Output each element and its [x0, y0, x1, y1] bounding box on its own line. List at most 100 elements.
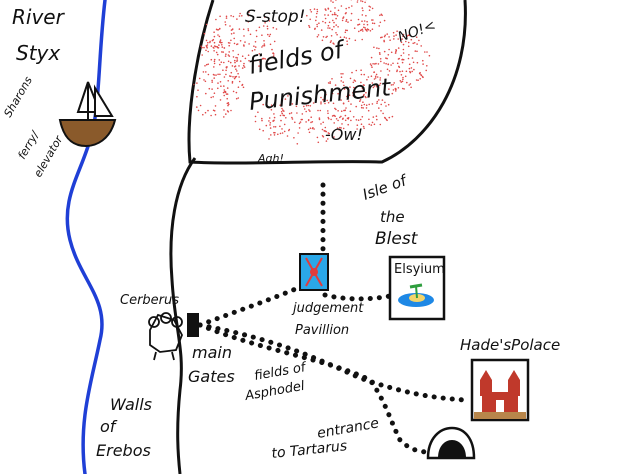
punishment-speck [401, 80, 404, 83]
punishment-speck [357, 23, 360, 26]
punishment-speck [213, 66, 215, 68]
punishment-speck [408, 63, 411, 66]
punishment-speck [347, 100, 350, 102]
tartarus-label-2: to Tartarus [271, 438, 348, 462]
punishment-speck [248, 11, 250, 13]
punishment-speck [254, 120, 257, 123]
punishment-speck [227, 102, 230, 104]
punishment-speck [198, 77, 201, 80]
punishment-speck [273, 40, 276, 43]
punishment-speck [400, 41, 403, 44]
punishment-speck [322, 36, 325, 38]
punishment-speck [335, 17, 337, 20]
punishment-speck [344, 114, 347, 117]
punishment-speck [362, 9, 364, 12]
punishment-speck [317, 109, 319, 112]
punishment-speck [242, 86, 245, 89]
punishment-speck [369, 30, 372, 32]
punishment-dots [189, 0, 431, 145]
punishment-speck [212, 109, 215, 112]
punishment-speck [347, 123, 350, 126]
punishment-speck [378, 52, 381, 54]
punishment-speck [283, 114, 286, 117]
punishment-speck [324, 102, 326, 105]
punishment-speck [332, 102, 335, 105]
punishment-speck [313, 8, 316, 10]
punishment-speck [283, 130, 286, 133]
asphodel-label-2: Asphodel [243, 379, 306, 404]
punishment-speck [370, 75, 373, 77]
punishment-speck [401, 87, 404, 90]
punishment-speck [270, 104, 273, 106]
punishment-speck [420, 45, 423, 47]
punishment-speck [375, 85, 378, 88]
punishment-speck [316, 12, 318, 15]
punishment-speck [335, 0, 337, 1]
punishment-speck [365, 107, 368, 109]
hades-palace-icon [470, 358, 530, 422]
punishment-speck [373, 71, 375, 74]
punishment-speck [405, 40, 407, 43]
punishment-speck [243, 35, 245, 37]
ferry-label-2: ferry/ [15, 128, 42, 162]
punishment-speck [358, 23, 361, 26]
punishment-speck [361, 87, 364, 90]
judgement-label-2: Pavillion [295, 323, 349, 338]
punishment-speck [274, 126, 277, 128]
punishment-speck [326, 99, 329, 102]
punishment-speck [299, 121, 302, 123]
punishment-speck [213, 41, 216, 44]
punishment-speck [342, 81, 345, 83]
punishment-speck [392, 31, 395, 34]
punishment-speck [309, 9, 312, 11]
punishment-speck [316, 10, 319, 13]
punishment-speck [405, 70, 408, 73]
punishment-speck [291, 118, 294, 120]
punishment-speck [307, 128, 310, 131]
punishment-speck [258, 26, 261, 29]
punishment-speck [428, 54, 431, 57]
punishment-speck [229, 42, 231, 44]
punishment-speck [322, 98, 324, 101]
punishment-speck [228, 103, 230, 106]
punishment-speck [295, 105, 298, 108]
punishment-speck [216, 53, 219, 56]
punishment-speck [309, 110, 311, 112]
punishment-speck [324, 126, 327, 129]
punishment-speck [384, 34, 387, 37]
punishment-speck [364, 27, 366, 29]
punishment-speck [219, 39, 222, 41]
punishment-speck [321, 128, 324, 131]
punishment-speck [228, 44, 230, 47]
punishment-speck [341, 19, 344, 22]
punishment-speck [223, 76, 226, 78]
punishment-speck [272, 120, 275, 122]
punishment-speck [339, 126, 341, 129]
punishment-speck [385, 105, 387, 107]
punishment-speck [217, 87, 219, 90]
punishment-speck [383, 19, 386, 22]
punishment-speck [207, 41, 209, 44]
punishment-speck [327, 117, 330, 120]
punishment-speck [324, 17, 327, 20]
punishment-speck [253, 45, 255, 47]
punishment-speck [333, 25, 335, 28]
punishment-speck [243, 62, 245, 65]
punishment-speck [406, 35, 408, 37]
punishment-speck [340, 99, 342, 101]
punishment-speck [336, 15, 339, 17]
punishment-speck [379, 58, 382, 60]
punishment-speck [227, 111, 230, 113]
punishment-speck [219, 63, 221, 66]
punishment-speck [389, 39, 391, 41]
punishment-speck [294, 121, 296, 124]
punishment-speck [376, 76, 379, 78]
punishment-speck [361, 28, 364, 31]
punishment-speck [375, 62, 377, 65]
punishment-speck [349, 110, 352, 113]
punishment-speck [267, 106, 269, 109]
punishment-speck [379, 14, 381, 17]
punishment-speck [217, 82, 219, 84]
punishment-speck [383, 50, 386, 53]
punishment-speck [408, 34, 411, 37]
